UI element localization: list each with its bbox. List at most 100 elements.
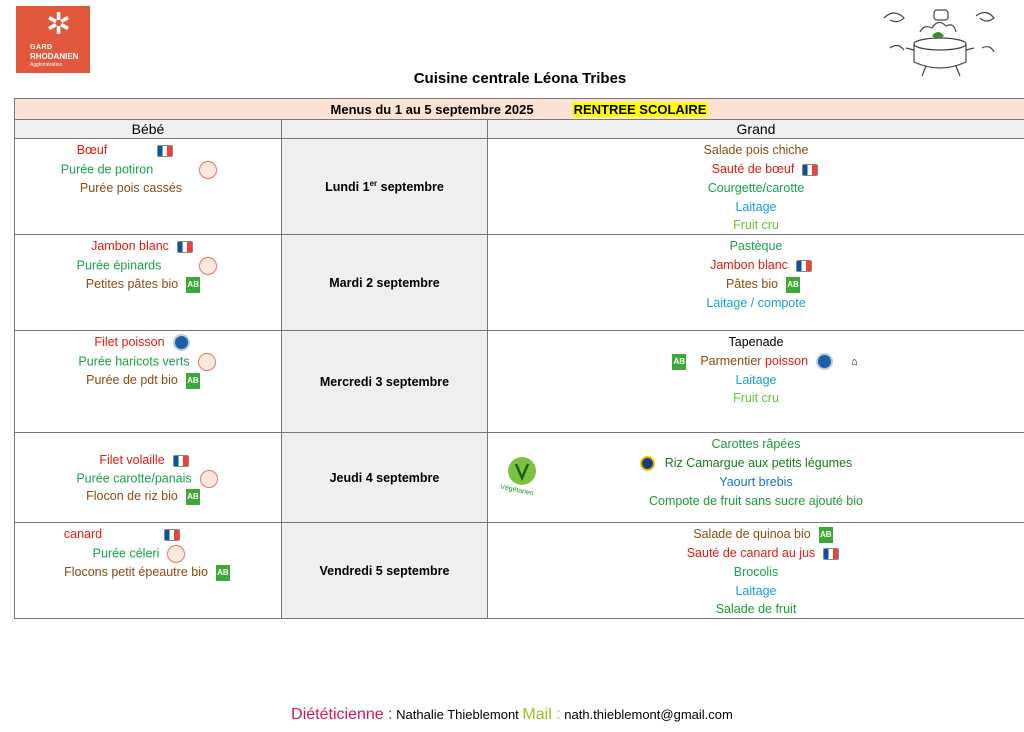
menu-item: Fruit cru: [733, 391, 779, 405]
menu-item: Brocolis: [733, 565, 779, 579]
menu-item: Jambon blanc: [498, 257, 1024, 273]
organic-ab-icon: AB: [215, 564, 230, 581]
menus-date-range: Menus du 1 au 5 septembre 2025: [330, 101, 534, 117]
french-meat-label-icon: [802, 163, 819, 176]
home-made-icon: ⌂: [851, 355, 858, 368]
menu-item: Purée épinards: [13, 257, 281, 275]
menu-item: Bœuf: [0, 142, 281, 158]
gard-rhodanien-logo: ✲ GARD RHODANIEN Agglomération: [16, 6, 90, 73]
day-row: Filet poisson Purée haricots verts Purée…: [13, 330, 1024, 433]
local-produce-icon: [199, 257, 218, 275]
menu-item: Laitage: [735, 373, 777, 387]
local-produce-icon: [197, 353, 216, 371]
menu-item: Purée haricots verts: [13, 353, 281, 371]
col-header-grand: Grand: [487, 119, 1024, 139]
organic-ab-icon: AB: [818, 526, 833, 543]
menu-item: Purée de potiron: [0, 161, 281, 179]
menu-item: Laitage: [735, 584, 777, 598]
french-meat-label-icon: [823, 547, 840, 560]
menu-item: Carottes râpées: [711, 437, 801, 451]
chef-cooking-pot-icon: [883, 9, 995, 77]
day-label: Vendredi 5 septembre: [281, 522, 488, 619]
french-meat-label-icon: [172, 454, 189, 467]
mail-label: Mail :: [522, 706, 561, 723]
vegetarian-v-icon: [508, 457, 536, 485]
logo-mark-icon: ✲: [46, 8, 72, 41]
local-produce-icon: [199, 161, 218, 179]
igp-label-icon: [639, 456, 655, 472]
local-produce-icon: [199, 470, 218, 488]
menu-item: Sauté de canard au jus: [502, 545, 1024, 561]
col-header-day: [281, 119, 488, 139]
page-title: Cuisine centrale Léona Tribes: [413, 70, 627, 87]
menu-item: Laitage: [735, 200, 777, 214]
rentree-badge: RENTREE SCOLAIRE: [571, 101, 709, 117]
day-label: Mercredi 3 septembre: [281, 330, 488, 433]
bebe-cell: Filet poisson Purée haricots verts Purée…: [13, 330, 282, 433]
organic-ab-icon: AB: [185, 488, 200, 505]
menu-item: Compote de fruit sans sucre ajouté bio: [648, 494, 863, 508]
menu-item: Salade pois chiche: [703, 143, 809, 157]
french-meat-label-icon: [164, 528, 181, 541]
bebe-cell: Jambon blanc Purée épinards Petites pâte…: [13, 234, 282, 331]
bebe-cell: Filet volaille Purée carotte/panais Floc…: [13, 432, 282, 523]
day-label: Mardi 2 septembre: [281, 234, 488, 331]
menu-item: Salade de fruit: [715, 602, 797, 616]
msc-sustainable-fish-icon: [816, 353, 834, 371]
menu-item: Riz Camargue aux petits légumes: [468, 455, 1024, 472]
day-row: Filet volaille Purée carotte/panais Floc…: [13, 432, 1024, 523]
menu-item: Tapenade: [728, 335, 784, 349]
msc-sustainable-fish-icon: [172, 334, 190, 352]
menu-item: Laitage / compote: [706, 296, 806, 310]
column-header-row: Bébé Grand: [14, 119, 1024, 139]
menu-item: canard: [0, 526, 281, 542]
bebe-cell: Bœuf Purée de potiron Purée pois cassés: [14, 138, 282, 235]
day-label: Jeudi 4 septembre: [281, 432, 488, 523]
menu-item: Filet volaille: [7, 452, 281, 468]
french-meat-label-icon: [157, 144, 174, 157]
logo-line3: Agglomération: [30, 62, 63, 68]
menu-item: Sauté de bœuf: [506, 161, 1024, 177]
day-row: Jambon blanc Purée épinards Petites pâte…: [13, 234, 1024, 331]
menu-item: Purée céleri: [0, 545, 281, 563]
day-row: canard Purée céleri Flocons petit épeaut…: [14, 522, 1024, 619]
logo-line2: RHODANIEN: [30, 52, 79, 61]
menu-item: Courgette/carotte: [707, 181, 805, 195]
menu-item: Yaourt brebis: [719, 475, 793, 489]
menu-item: Purée carotte/panais: [13, 470, 281, 488]
menu-item: Jambon blanc: [3, 238, 281, 254]
footer-contact: Diététicienne : Nathalie Thieblemont Mai…: [0, 706, 1024, 724]
col-header-bebe: Bébé: [14, 119, 282, 139]
email-link[interactable]: nath.thieblemont@gmail.com: [564, 707, 733, 722]
day-label: Lundi 1er septembre: [281, 138, 488, 235]
menu-header-row: Menus du 1 au 5 septembre 2025 RENTREE SC…: [14, 98, 1024, 120]
bebe-cell: canard Purée céleri Flocons petit épeaut…: [14, 522, 282, 619]
menu-table: Menus du 1 au 5 septembre 2025 RENTREE SC…: [14, 98, 1024, 619]
organic-ab-icon: AB: [185, 372, 200, 389]
local-produce-icon: [167, 545, 186, 563]
organic-ab-icon: AB: [186, 276, 201, 293]
logo-line1: GARD: [30, 44, 53, 51]
grand-cell: Végétarien Carottes râpées Riz Camargue …: [487, 432, 1024, 523]
organic-ab-icon: AB: [786, 276, 801, 293]
grand-cell: Salade pois chiche Sauté de bœuf Courget…: [487, 138, 1024, 235]
menu-item: Fruit cru: [733, 218, 779, 232]
dietitian-label: Diététicienne :: [291, 706, 393, 723]
french-meat-label-icon: [176, 240, 193, 253]
menu-item: Filet poisson: [3, 334, 281, 352]
dietitian-name: Nathalie Thieblemont: [396, 707, 519, 722]
french-meat-label-icon: [795, 259, 812, 272]
day-row: Bœuf Purée de potiron Purée pois cassés …: [14, 138, 1024, 235]
menu-item: Purée pois cassés: [79, 181, 183, 195]
organic-ab-icon: AB: [672, 353, 687, 370]
